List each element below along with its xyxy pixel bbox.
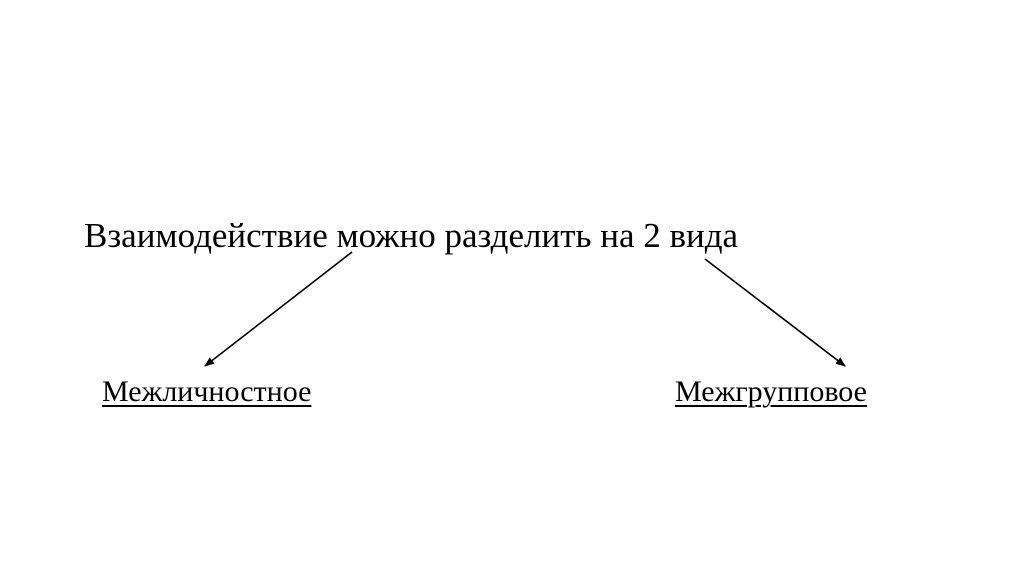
branch-label-intergroup: Межгрупповое	[675, 375, 867, 408]
arrow-to-interpersonal	[204, 251, 353, 367]
arrow-to-intergroup	[704, 258, 846, 367]
main-statement: Взаимодействие можно разделить на 2 вида	[84, 216, 739, 255]
branch-label-interpersonal: Межличностное	[102, 375, 312, 408]
